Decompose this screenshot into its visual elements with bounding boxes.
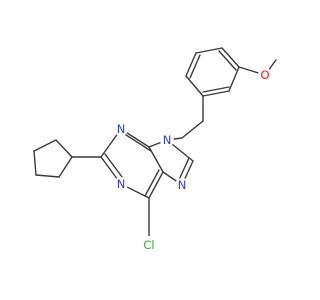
atom-n9-label: N bbox=[163, 133, 172, 147]
atom-n9: N bbox=[160, 133, 174, 147]
atom-n1: N bbox=[114, 177, 128, 191]
atom-n3: N bbox=[114, 122, 128, 136]
bond-25 bbox=[185, 52, 197, 77]
atom-n3-label: N bbox=[117, 122, 126, 136]
bond-4 bbox=[144, 169, 160, 197]
atom-n7-label: N bbox=[178, 178, 187, 192]
atom-cl: Cl bbox=[140, 236, 158, 254]
bond-3 bbox=[148, 171, 164, 199]
bond-22 bbox=[181, 120, 204, 139]
atom-n7: N bbox=[175, 178, 189, 192]
bond-16 bbox=[55, 139, 73, 158]
bond-17 bbox=[33, 139, 57, 152]
bond-24 bbox=[185, 75, 204, 97]
bond-7 bbox=[122, 132, 152, 152]
bond-18 bbox=[33, 150, 37, 176]
bond-31 bbox=[218, 50, 237, 71]
atom-o: O bbox=[258, 68, 272, 82]
bond-1 bbox=[104, 153, 126, 182]
bond-layer bbox=[33, 47, 277, 246]
bond-19 bbox=[35, 174, 60, 178]
bond-20 bbox=[58, 156, 73, 178]
bond-28 bbox=[228, 66, 240, 92]
atom-n1-label: N bbox=[117, 177, 126, 191]
bond-27 bbox=[221, 47, 240, 68]
bond-29 bbox=[202, 90, 230, 97]
bond-30 bbox=[189, 54, 201, 79]
molecule-structure-diagram: N N N N Cl O bbox=[33, 47, 277, 254]
atom-o-label: O bbox=[260, 68, 269, 82]
bond-32 bbox=[202, 86, 230, 93]
atom-cl-label: Cl bbox=[143, 238, 154, 252]
atom-label-layer: N N N N Cl O bbox=[114, 68, 272, 254]
bond-12 bbox=[177, 157, 190, 183]
bond-26 bbox=[195, 47, 223, 54]
